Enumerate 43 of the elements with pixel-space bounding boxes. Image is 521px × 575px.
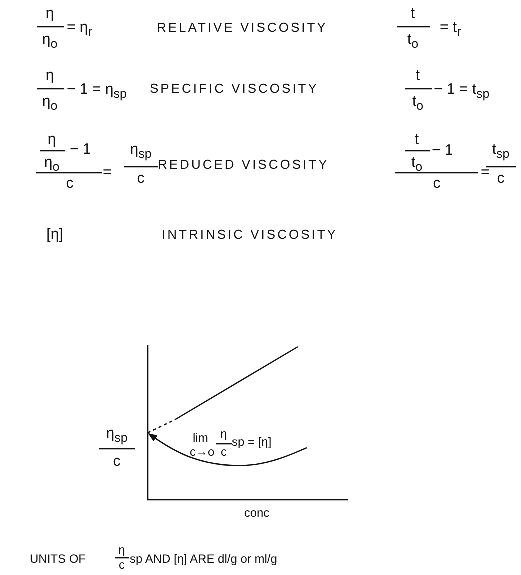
formula-term: t: [410, 6, 416, 21]
note-text: c: [119, 559, 125, 571]
formula-term: t: [414, 132, 420, 147]
formula-term: η: [48, 132, 56, 147]
formula-term: =: [103, 165, 112, 180]
formula-term: t$_{sp}$: [492, 142, 510, 160]
axis-label: c: [113, 454, 121, 469]
formula-term: [η]: [46, 227, 64, 242]
formula-term: η: [46, 68, 54, 83]
formula-term: η$_{o}$: [44, 155, 60, 174]
formula-term: t$_{o}$: [407, 32, 419, 50]
formula-term: c: [66, 176, 74, 191]
formula-term: t$_{o}$: [412, 94, 424, 112]
axis-label: η$_{sp}$: [106, 426, 128, 444]
formula-term: = η$_{r}$: [67, 20, 92, 38]
formula-term: η$_{sp}$: [130, 142, 152, 160]
formula-term: c: [433, 176, 441, 191]
axis-label: conc: [244, 507, 270, 519]
note-text: sp AND [η] ARE dl/g or ml/g: [130, 553, 278, 565]
annotation-text: η: [220, 428, 228, 440]
formula-term: c: [137, 171, 145, 186]
formula-term: t$_{o}$: [411, 155, 423, 174]
formula-term: t: [416, 68, 420, 83]
formula-term: η$_{o}$: [42, 32, 58, 50]
annotation-text: c: [221, 446, 227, 458]
annotation-text: sp = [η]: [232, 436, 272, 448]
term-name: SPECIFIC VISCOSITY: [150, 82, 319, 95]
formula-term: c: [497, 171, 505, 186]
formula-term: − 1: [70, 142, 92, 157]
term-name: REDUCED VISCOSITY: [158, 158, 330, 171]
note-text: η: [118, 544, 126, 556]
formula-term: =: [481, 165, 490, 180]
formula-term: = t$_{r}$: [440, 20, 462, 38]
term-name: RELATIVE VISCOSITY: [157, 21, 328, 34]
formula-term: η: [46, 6, 54, 21]
formula-term: − 1: [432, 143, 454, 158]
note-text: UNITS OF: [30, 553, 86, 565]
formula-term: − 1 = t$_{sp}$: [434, 82, 490, 100]
formula-term: − 1 = η$_{sp}$: [67, 82, 127, 100]
term-name: INTRINSIC VISCOSITY: [162, 228, 338, 241]
formula-term: η$_{o}$: [42, 94, 58, 112]
annotation-text: lim: [193, 432, 208, 444]
annotation-text: c→o: [190, 446, 215, 458]
